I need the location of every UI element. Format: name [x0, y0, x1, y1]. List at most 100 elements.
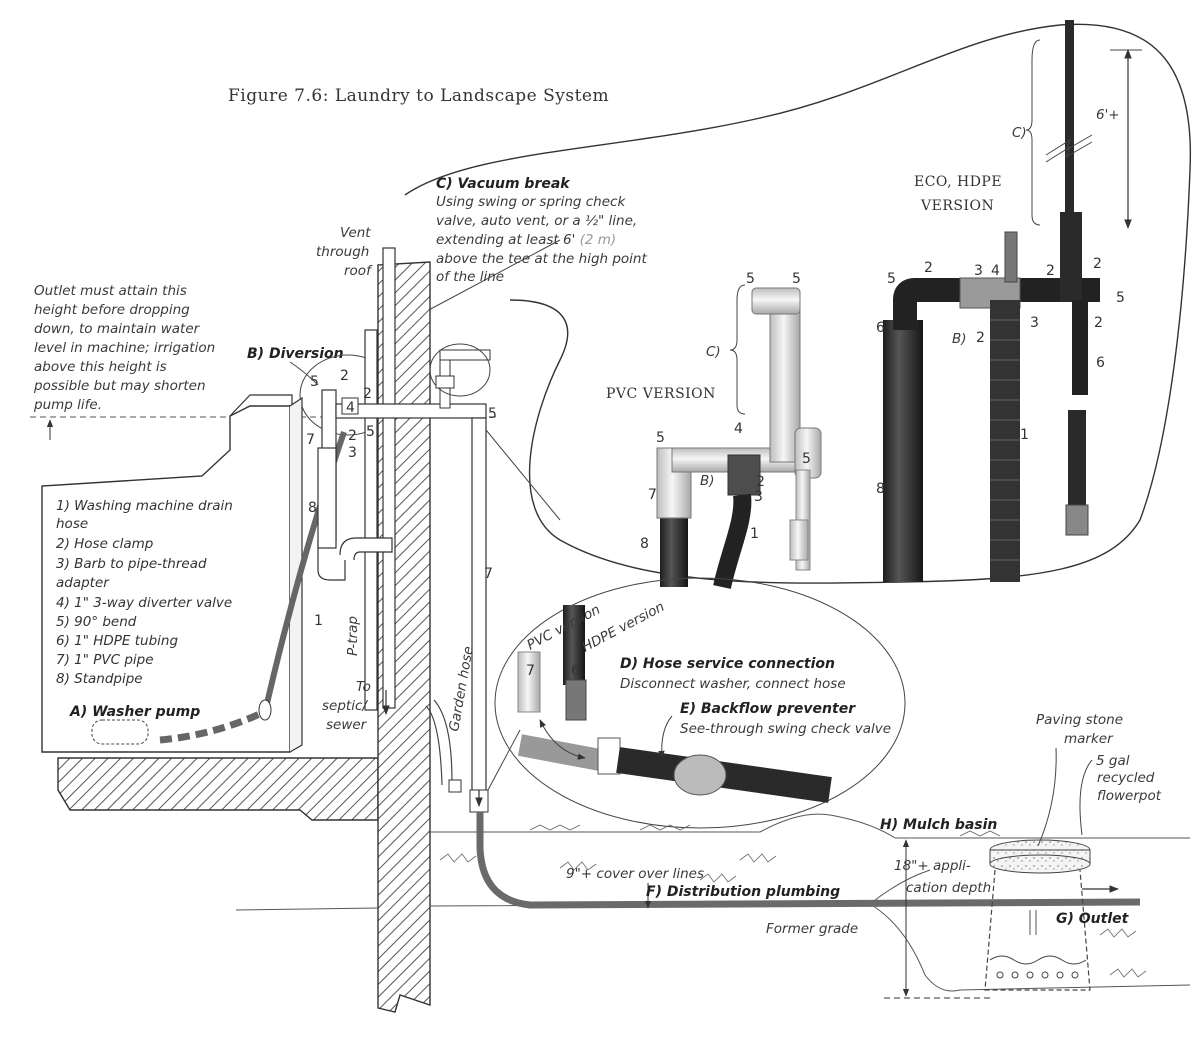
washer-pump [91, 719, 149, 745]
part-number: 7 [648, 487, 657, 503]
pvc-version-photo [656, 287, 822, 589]
part-number: 7 [484, 566, 493, 582]
height-label: 6'+ [1096, 107, 1120, 123]
part-number: 6 [1096, 355, 1105, 371]
vacuum-break-line: extending at least 6' (2 m) [436, 232, 616, 248]
part-number: 8 [308, 500, 317, 516]
application-depth-label: cation depth [906, 880, 991, 896]
pvc-version-label: PVC VERSION [606, 386, 716, 402]
svg-text:2) Hose clamp: 2) Hose clamp [56, 536, 153, 552]
part-number: 2 [924, 260, 933, 276]
paving-stone-label: Paving stone [1036, 712, 1123, 728]
part-number: 2 [1046, 263, 1055, 279]
svg-text:level in machine; irrigation: level in machine; irrigation [34, 340, 215, 356]
application-depth-label: 18"+ appli- [894, 858, 971, 874]
inset-c-label-eco: C) [1012, 125, 1027, 141]
distribution-label: F) Distribution plumbing [646, 884, 840, 900]
p-trap [339, 537, 393, 561]
svg-text:4) 1" 3-way diverter valve: 4) 1" 3-way diverter valve [56, 595, 232, 611]
svg-text:4: 4 [346, 400, 355, 416]
svg-text:possible but may shorten: possible but may shorten [33, 378, 206, 394]
svg-text:7) 1" PVC pipe: 7) 1" PVC pipe [56, 652, 154, 668]
mulch-basin-label: H) Mulch basin [880, 817, 997, 833]
inset-bubble-hose [494, 577, 906, 829]
svg-text:adapter: adapter [56, 575, 110, 591]
svg-text:6) 1" HDPE tubing: 6) 1" HDPE tubing [56, 633, 178, 649]
vacuum-break-title: C) Vacuum break [436, 176, 571, 192]
vacuum-break-line: valve, auto vent, or a ½" line, [436, 213, 637, 229]
part-number: 5 [802, 451, 811, 467]
standpipe-inner [317, 447, 337, 549]
part-number: 4 [734, 421, 743, 437]
washer-pump-label: A) Washer pump [69, 704, 200, 720]
standpipe [364, 329, 378, 711]
part-number: 8 [640, 536, 649, 552]
part-number: 3 [348, 445, 357, 461]
part-number: 6 [571, 663, 580, 679]
hose-service-desc: Disconnect washer, connect hose [620, 676, 846, 692]
brace [729, 284, 746, 415]
backflow-desc: See-through swing check valve [680, 721, 891, 737]
part-number: 7 [526, 663, 535, 679]
flowerpot-label: recycled [1097, 770, 1155, 786]
svg-text:1) Washing machine drain: 1) Washing machine drain [56, 498, 233, 514]
part-number: 1 [1020, 427, 1029, 443]
diverter-valve [341, 397, 359, 415]
to-septic-label: sewer [326, 717, 368, 733]
part-number: 2 [976, 330, 985, 346]
figure-title: Figure 7.6: Laundry to Landscape System [228, 86, 609, 106]
vent-label: Vent [340, 225, 371, 241]
flowerpot-label: flowerpot [1097, 788, 1162, 804]
part-number: 3 [974, 263, 983, 279]
vacuum-break-line: of the line [436, 269, 504, 285]
legend: 1) Washing machine drain hose 2) Hose cl… [56, 498, 233, 687]
vacuum-break-line: above the tee at the high point [436, 251, 647, 267]
inset-bubble-top [404, 23, 1192, 584]
svg-text:Outlet must attain this: Outlet must attain this [34, 283, 187, 299]
hdpe-version-photo [883, 20, 1100, 582]
part-number: 4 [991, 263, 1000, 279]
part-number: 5 [1116, 290, 1125, 306]
svg-text:hose: hose [56, 516, 88, 532]
floor-slab [57, 757, 379, 821]
to-septic-label: septic/ [322, 698, 368, 714]
eco-version-label-2: VERSION [920, 198, 994, 214]
part-number: 8 [876, 481, 885, 497]
callout-line [409, 239, 561, 321]
part-number: 7 [306, 432, 315, 448]
part-number: 2 [340, 368, 349, 384]
vacuum-break-line: Using swing or spring check [436, 194, 626, 210]
cover-label: 9"+ cover over lines [566, 866, 704, 882]
part-number: 2 [1093, 256, 1102, 272]
inset-c-label-pvc: C) [706, 344, 721, 360]
pvc-pipe-outside [471, 417, 487, 809]
hose-service-title: D) Hose service connection [620, 656, 835, 672]
to-septic-label: To [356, 679, 371, 695]
washing-machine [41, 394, 303, 753]
paving-stone [989, 839, 1091, 874]
grass [439, 824, 1147, 978]
svg-text:3) Barb to pipe-thread: 3) Barb to pipe-thread [56, 556, 207, 572]
part-number: 5 [887, 271, 896, 287]
vent-label: through [316, 244, 369, 260]
svg-text:pump life.: pump life. [33, 397, 102, 413]
backflow-title: E) Backflow preventer [680, 701, 856, 717]
eco-version-label-1: ECO, HDPE [914, 174, 1002, 190]
ground-surface [235, 813, 1191, 992]
svg-text:5) 90° bend: 5) 90° bend [56, 614, 137, 630]
svg-text:above this height is: above this height is [34, 359, 167, 375]
part-number: 2 [1094, 315, 1103, 331]
part-number: 2 [363, 386, 372, 402]
part-number: 3 [754, 489, 763, 505]
part-number: 1 [314, 613, 323, 629]
svg-text:8) Standpipe: 8) Standpipe [56, 671, 143, 687]
distribution-pipe [476, 812, 1141, 909]
part-number: 5 [656, 430, 665, 446]
inset-b-label-pvc: B) [700, 473, 715, 489]
brace [1025, 39, 1041, 226]
flowerpot [984, 869, 1091, 991]
svg-text:height before dropping: height before dropping [34, 302, 190, 318]
part-number: 5 [310, 374, 319, 390]
